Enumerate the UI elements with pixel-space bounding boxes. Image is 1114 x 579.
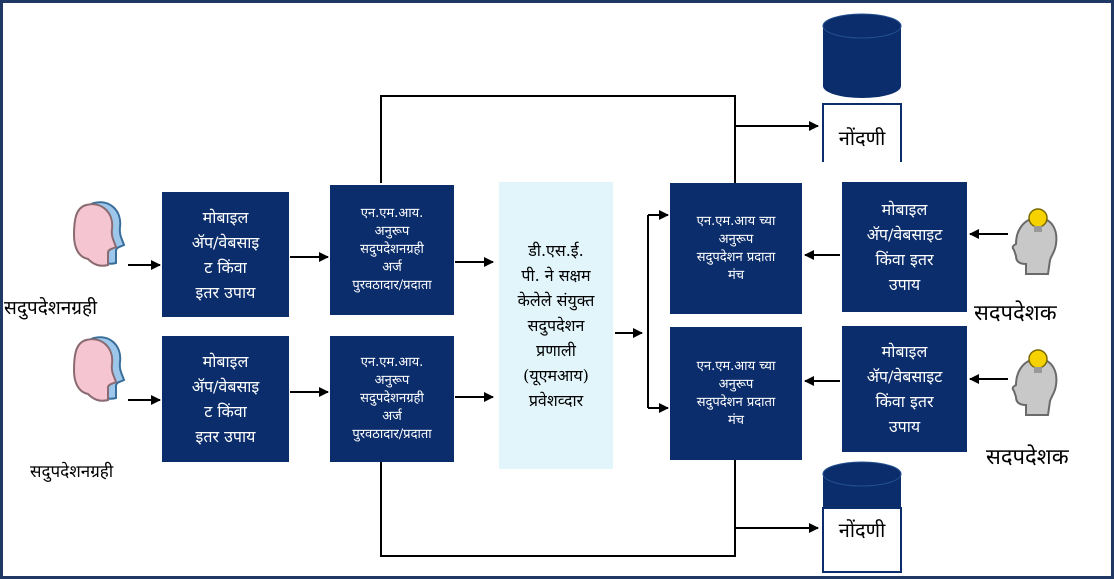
counsellor-head-bulb-icon [1011,208,1058,275]
bottom-loop-line [380,460,736,557]
counsellor-label: सदपदेशक [986,445,1069,470]
registry-database: नोंदणी [822,12,902,162]
database-label: नोंदणी [838,518,886,542]
counsellor-head-bulb-icon [1011,349,1058,416]
top-loop-line [380,95,736,183]
counsellor-label: सदपदेशक [974,301,1057,326]
bulb-icon [1028,349,1048,369]
umi-gateway-box: डी.एस.ई. पी. ने सक्षम केलेले संयुक्त सदु… [499,182,613,469]
provider-box: एन.एम.आय. अनुरूप सदुपदेशनग्रही अर्ज पुरव… [330,185,454,315]
database-icon [822,13,902,162]
database-icon [822,461,902,573]
bulb-icon [1028,208,1048,228]
provider-box: एन.एम.आय. अनुरूप सदुपदेशनग्रही अर्ज पुरव… [330,336,454,462]
counselling-platform-box: एन.एम.आय च्या अनुरूप सदुपदेशन प्रदाता मं… [670,327,802,460]
user-pair-icon [72,201,126,267]
database-label: नोंदणी [838,126,886,150]
mobile-app-box: मोबाइल ॲप/वेबसाइ ट किंवा इतर उपाय [162,336,289,462]
user-label: सदुपदेशनग्रही [4,297,98,319]
mobile-app-box-right: मोबाइल ॲप/वेबसाइट किंवा इतर उपाय [842,182,967,312]
counselling-platform-box: एन.एम.आय च्या अनुरूप सदुपदेशन प्रदाता मं… [670,183,802,314]
registry-database: नोंदणी [822,460,902,576]
user-label: सदुपदेशनग्रही [30,462,114,482]
mobile-app-box-right: मोबाइल ॲप/वेबसाइट किंवा इतर उपाय [842,326,967,452]
mobile-app-box: मोबाइल ॲप/वेबसाइ ट किंवा इतर उपाय [162,192,289,317]
user-pair-icon [72,336,126,402]
